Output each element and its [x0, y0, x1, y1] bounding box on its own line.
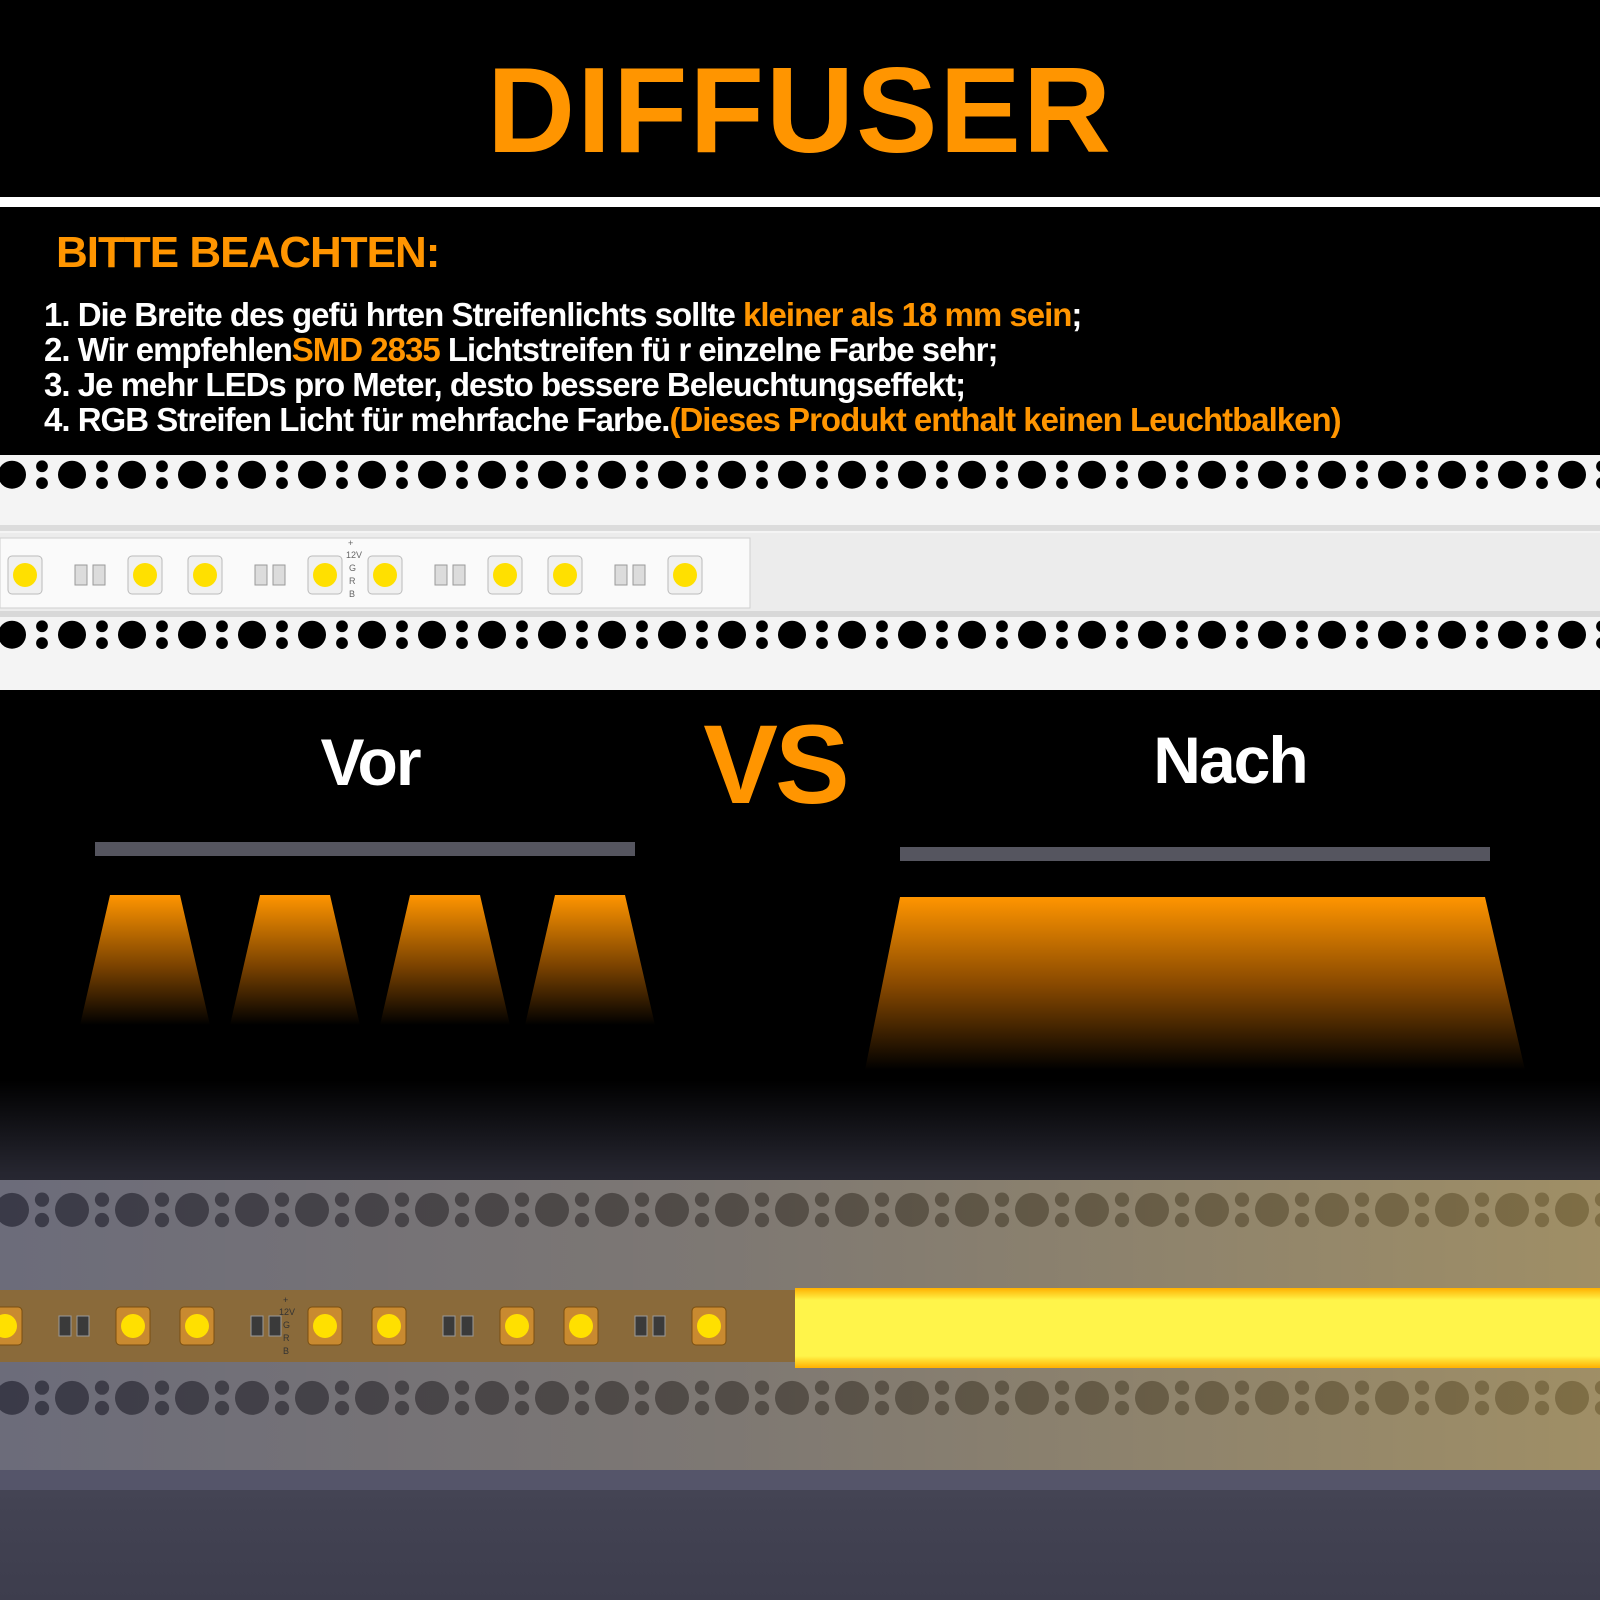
- strip-mark-g: G: [349, 563, 356, 573]
- light-beam-diagram: [80, 842, 1525, 1070]
- note-text: 1. Die Breite des gefü hrten Streifenlic…: [44, 296, 744, 333]
- narrow-beam: [525, 895, 655, 1025]
- strip-mark-voltage: 12V: [279, 1307, 295, 1317]
- page-title: DIFFUSER: [487, 42, 1113, 178]
- strip-bar-before: [95, 842, 635, 856]
- note-text: 2. Wir empfehlen: [44, 331, 293, 368]
- versus-label: VS: [703, 702, 849, 827]
- strip-mark-r: R: [283, 1333, 290, 1343]
- strip-mark-g: G: [283, 1320, 290, 1330]
- strip-bar-after: [900, 847, 1490, 861]
- note-text: Lichtstreifen fü r einzelne Farbe sehr;: [439, 331, 999, 368]
- note-item: 1. Die Breite des gefü hrten Streifenlic…: [44, 297, 1584, 332]
- led-strip: [7, 555, 703, 595]
- note-item: 4. RGB Streifen Licht für mehrfache Farb…: [44, 402, 1584, 437]
- strip-marking: + 12V G R B: [346, 538, 362, 599]
- note-text: 3. Je mehr LEDs pro Meter, desto bessere…: [44, 366, 966, 403]
- strip-mark-voltage: 12V: [346, 550, 362, 560]
- diffused-glow: [795, 1288, 1600, 1368]
- narrow-beam: [80, 895, 210, 1025]
- note-text: 4. RGB Streifen Licht für mehrfache Farb…: [44, 401, 670, 438]
- note-highlight: kleiner als 18 mm sein: [743, 296, 1072, 333]
- strip-mark-b: B: [349, 589, 355, 599]
- led-strip-lit: [0, 1306, 727, 1346]
- strip-mark-b: B: [283, 1346, 289, 1356]
- narrow-beam: [230, 895, 360, 1025]
- lit-diffuser-illustration: + 12V G R B: [0, 1180, 1600, 1490]
- notes-list: 1. Die Breite des gefü hrten Streifenlic…: [44, 297, 1584, 437]
- strip-marking: + 12V G R B: [279, 1295, 295, 1356]
- after-label: Nach: [1153, 723, 1308, 797]
- divider: [0, 197, 1600, 207]
- strip-mark-plus: +: [283, 1295, 288, 1305]
- wide-diffused-beam: [865, 897, 1525, 1070]
- narrow-beam: [380, 895, 510, 1025]
- diffuser-channel-illustration: + 12V G R B: [0, 455, 1600, 690]
- notice-heading: BITTE BEACHTEN:: [56, 228, 440, 277]
- note-highlight: SMD 2835: [291, 331, 441, 368]
- note-highlight: (Dieses Produkt enthalt keinen Leuchtbal…: [669, 401, 1341, 438]
- perforation-holes: [0, 460, 1600, 489]
- strip-mark-plus: +: [348, 538, 353, 548]
- note-item: 2. Wir empfehlenSMD 2835 Lichtstreifen f…: [44, 332, 1584, 367]
- note-text: ;: [1071, 296, 1082, 333]
- note-item: 3. Je mehr LEDs pro Meter, desto bessere…: [44, 367, 1584, 402]
- perforation-holes: [0, 620, 1600, 649]
- strip-mark-r: R: [349, 576, 356, 586]
- before-label: Vor: [320, 725, 421, 799]
